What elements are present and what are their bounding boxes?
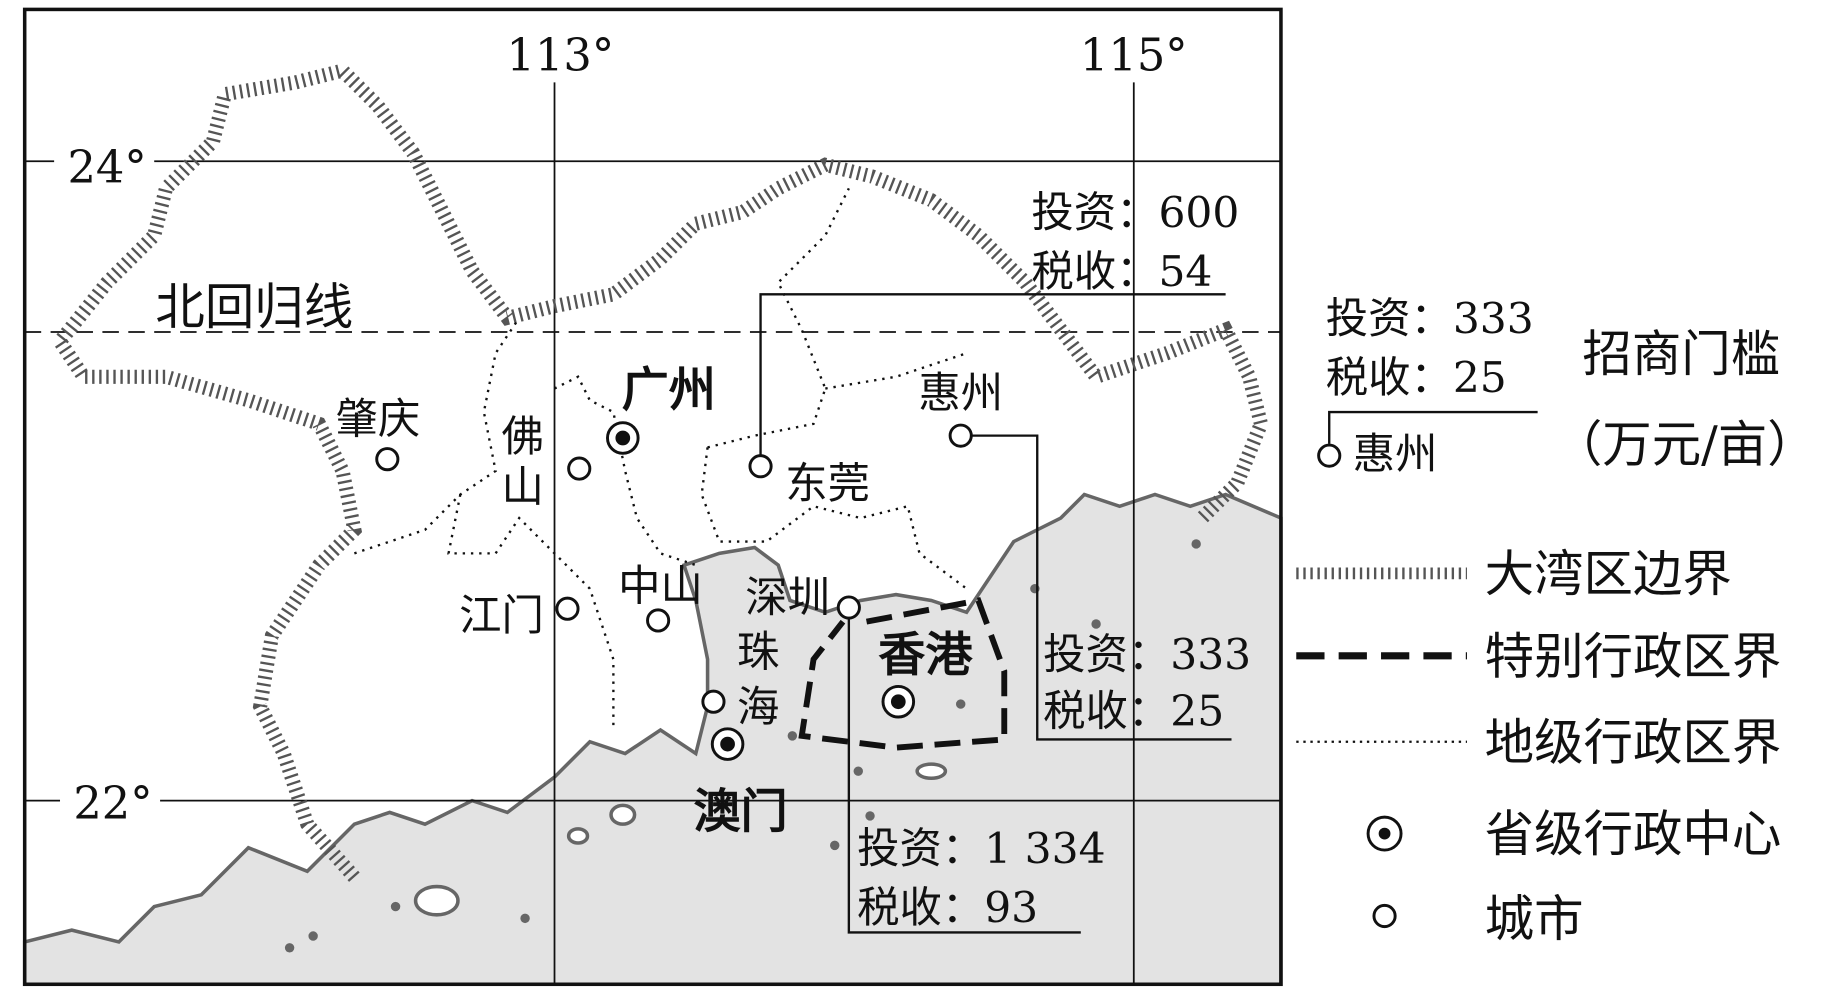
city-marker-zhuhai xyxy=(701,689,726,714)
legend-item-bay-boundary: 大湾区边界 xyxy=(1485,545,1732,603)
sar-boundary xyxy=(798,597,1008,751)
city-marker-dongguan xyxy=(748,454,773,479)
legend-example-city-icon xyxy=(1317,443,1342,468)
legend-item-provincial-capital: 省级行政中心 xyxy=(1485,805,1782,863)
city-marker-huizhou xyxy=(948,423,973,448)
lat-24-label: 24° xyxy=(67,140,146,193)
legend-item-sar-boundary: 特别行政区界 xyxy=(1485,627,1782,685)
label-shenzhen: 深圳 xyxy=(745,573,830,622)
huizhou-tax: 税收：25 xyxy=(1043,686,1224,735)
capital-marker-macau xyxy=(710,727,745,761)
city-marker-zhongshan xyxy=(646,608,671,633)
dongguan-invest: 投资：600 xyxy=(1031,188,1239,237)
legend: 投资：333 税收：25 惠州 招商门槛 （万元/亩） 大湾区边界 特别行政区界… xyxy=(1296,294,1817,948)
label-zhuhai-1: 珠 xyxy=(737,627,779,676)
huizhou-invest: 投资：333 xyxy=(1043,630,1251,679)
city-marker-shenzhen xyxy=(836,595,861,620)
legend-example-tax: 税收：25 xyxy=(1326,353,1507,402)
label-foshan-2: 山 xyxy=(502,463,544,512)
lon-113-label: 113° xyxy=(507,29,615,82)
label-dongguan: 东莞 xyxy=(785,459,870,508)
label-guangzhou: 广州 xyxy=(622,363,716,418)
label-huizhou: 惠州 xyxy=(918,368,1003,417)
label-jiangmen: 江门 xyxy=(459,591,544,640)
legend-title: 招商门槛 xyxy=(1582,325,1780,383)
legend-item-prefecture-boundary: 地级行政区界 xyxy=(1485,713,1782,771)
legend-unit: （万元/亩） xyxy=(1553,416,1817,474)
legend-item-city: 城市 xyxy=(1485,890,1584,948)
label-zhaoqing: 肇庆 xyxy=(336,394,421,443)
hongkong-invest: 投资：1 334 xyxy=(857,824,1105,873)
city-marker-zhaoqing xyxy=(375,447,400,472)
leader-lines xyxy=(759,293,1232,934)
tropic-label: 北回归线 xyxy=(155,278,353,336)
lat-22-label: 22° xyxy=(73,776,152,829)
city-marker-foshan xyxy=(567,456,592,481)
legend-example-city: 惠州 xyxy=(1353,430,1438,479)
lon-115-label: 115° xyxy=(1080,29,1188,82)
islands xyxy=(413,762,948,917)
capital-marker-guangzhou xyxy=(606,421,640,455)
capital-legend-icon xyxy=(1366,815,1403,852)
hongkong-tax: 税收：93 xyxy=(857,883,1038,932)
label-hongkong: 香港 xyxy=(878,628,973,683)
map-frame xyxy=(22,7,1283,987)
label-foshan-1: 佛 xyxy=(502,412,544,461)
capital-marker-hongkong xyxy=(881,684,916,719)
islets xyxy=(284,539,1201,953)
city-legend-icon xyxy=(1372,903,1397,929)
dongguan-tax: 税收：54 xyxy=(1031,247,1212,296)
legend-example-invest: 投资：333 xyxy=(1326,294,1534,343)
label-zhuhai-2: 海 xyxy=(737,683,779,732)
city-marker-jiangmen xyxy=(555,596,580,621)
label-zhongshan: 中山 xyxy=(618,561,703,610)
label-macau: 澳门 xyxy=(693,785,787,840)
graticule xyxy=(24,82,1281,985)
